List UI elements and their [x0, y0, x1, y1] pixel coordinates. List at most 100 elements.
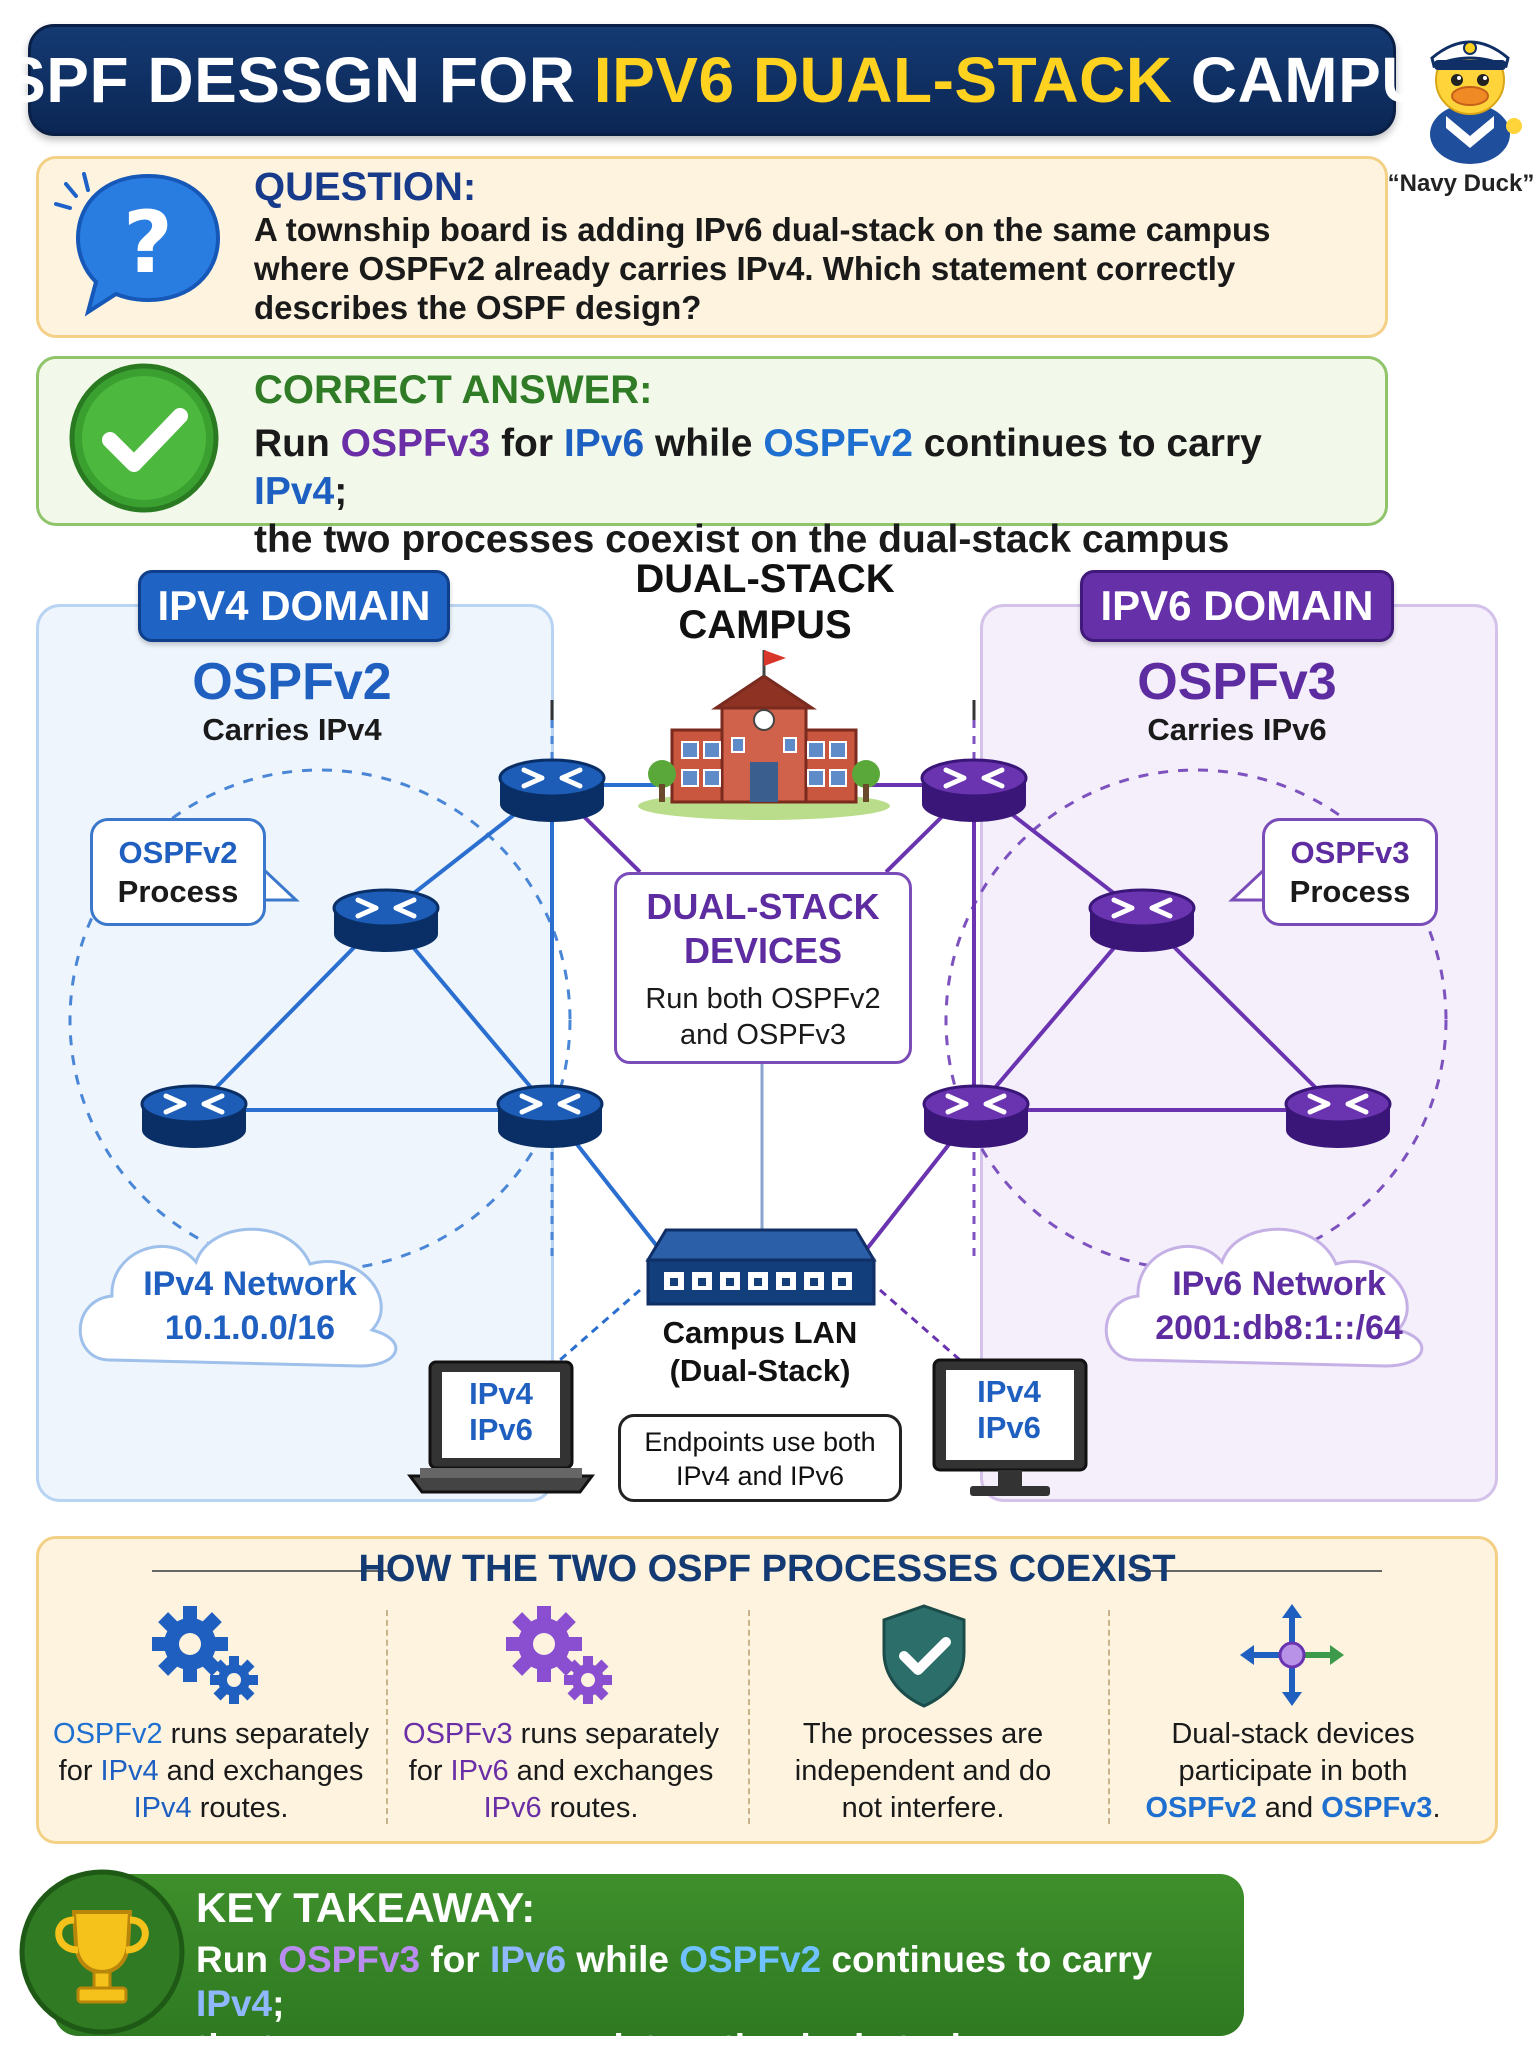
takeaway-for: for [420, 1939, 490, 1980]
endpoints-line-1: Endpoints use both [644, 1427, 876, 1457]
monitor-screen-label: IPv4 IPv6 [940, 1374, 1078, 1446]
devices-body: Run both OSPFv2 and OSPFv3 [617, 981, 909, 1053]
answer-text: Run OSPFv3 for IPv6 while OSPFv2 continu… [254, 420, 1364, 564]
ipv4-domain-tab: IPV4 DOMAIN [138, 570, 450, 642]
feature-independent: The processes are independent and do not… [758, 1716, 1088, 1827]
question-bubble-icon: ? [54, 172, 221, 317]
ipv4-network-name: IPv4 Network [143, 1265, 357, 1303]
ospfv2-process-line-2: Process [117, 874, 239, 909]
feature-1-text-2b: and exchanges [158, 1755, 364, 1787]
takeaway-continues: continues to carry [821, 1939, 1153, 1980]
feature-1-text-1: runs separately [162, 1718, 369, 1750]
laptop-ipv6: IPv6 [469, 1412, 533, 1447]
question-line-1: A township board is adding IPv6 dual-sta… [254, 211, 1271, 248]
key-takeaway-card [54, 1874, 1244, 2036]
feature-ospfv3-separate: OSPFv3 runs separately for IPv6 and exch… [396, 1716, 726, 1827]
title-part-3: CAMPUS [1172, 44, 1472, 116]
ospfv3-label: OSPFv3 [1137, 653, 1337, 711]
column-divider [386, 1610, 388, 1824]
ipv6-router-top [922, 760, 1026, 822]
devices-heading-line-1: DUAL-STACK [646, 886, 880, 927]
answer-heading: CORRECT ANSWER: [254, 368, 653, 412]
heading-rule-left [152, 1570, 388, 1572]
trophy-icon [19, 1869, 185, 2035]
page-title: OSPF DESSGN FOR IPV6 DUAL-STACK CAMPUS [0, 43, 1471, 117]
campus-lan-label: Campus LAN (Dual-Stack) [640, 1314, 880, 1390]
answer-ospfv2: OSPFv2 [763, 422, 913, 465]
answer-line-1: Run OSPFv3 for IPv6 while OSPFv2 continu… [254, 420, 1364, 516]
ospfv2-process-boundary [68, 768, 572, 1272]
answer-run: Run [254, 422, 341, 465]
feature-ospfv2-separate: OSPFv2 runs separately for IPv4 and exch… [46, 1716, 376, 1827]
ipv6-network-cloud [1104, 1227, 1424, 1368]
ipv4-network-label: IPv4 Network 10.1.0.0/16 [100, 1262, 400, 1350]
answer-line-2: the two processes coexist on the dual-st… [254, 518, 1230, 561]
feature-1-text-3: routes. [191, 1792, 289, 1824]
ospfv2-label: OSPFv2 [192, 653, 392, 711]
answer-semicolon: ; [334, 470, 348, 513]
takeaway-line-1: Run OSPFv3 for IPv6 while OSPFv2 continu… [196, 1938, 1236, 2026]
duck-sailor-icon [1430, 40, 1522, 164]
endpoints-line-2: IPv4 and IPv6 [675, 1461, 845, 1491]
answer-continues: continues to carry [912, 422, 1262, 465]
title-part-1: OSPF DESSGN FOR [0, 44, 594, 116]
feature-3-line-2: independent and do [794, 1755, 1052, 1787]
feature-2-text-1: runs separately [512, 1718, 719, 1750]
school-building-icon [638, 650, 890, 820]
ipv6-router-left [924, 1086, 1028, 1148]
monitor-ipv4: IPv4 [977, 1374, 1041, 1409]
laptop-screen-label: IPv4 IPv6 [438, 1376, 564, 1448]
monitor-ipv6: IPv6 [977, 1410, 1041, 1445]
ipv4-network-prefix: 10.1.0.0/16 [164, 1309, 336, 1347]
key-takeaway-text: Run OSPFv3 for IPv6 while OSPFv2 continu… [196, 1938, 1236, 2048]
dual-stack-campus-heading: DUAL-STACK CAMPUS [600, 556, 930, 648]
takeaway-ipv6: IPv6 [490, 1939, 567, 1980]
feature-1-line-1: OSPFv2 runs separately [46, 1716, 376, 1753]
mascot-caption: “Navy Duck” [1387, 170, 1535, 197]
title-bar: OSPF DESSGN FOR IPV6 DUAL-STACK CAMPUS [0, 24, 1471, 136]
ipv4-router-mid [334, 890, 438, 952]
answer-card [36, 356, 1388, 526]
takeaway-semicolon: ; [272, 1983, 285, 2024]
feature-1-keyword-3: IPv4 [133, 1792, 192, 1824]
devices-body-line-2: and OSPFv3 [679, 1019, 847, 1051]
campus-lan-line-1: Campus LAN [662, 1315, 858, 1350]
ospfv3-process-boundary [944, 768, 1448, 1272]
devices-body-line-1: Run both OSPFv2 [645, 983, 881, 1015]
feature-4-and: and [1256, 1792, 1322, 1824]
laptop-icon [407, 1360, 595, 1494]
takeaway-ospfv3: OSPFv3 [278, 1939, 421, 1980]
feature-3-line-3: not interfere. [841, 1792, 1005, 1824]
feature-dual-stack-participation: Dual-stack devices participate in both O… [1128, 1716, 1458, 1827]
laptop-ipv4: IPv4 [469, 1376, 533, 1411]
answer-ipv4: IPv4 [254, 470, 335, 513]
feature-2-keyword-2: IPv6 [450, 1755, 509, 1787]
feature-2-line-1: OSPFv3 runs separately [396, 1716, 726, 1753]
takeaway-run: Run [196, 1939, 279, 1980]
monitor-icon [932, 1358, 1088, 1496]
heading-rule-right [1136, 1570, 1382, 1572]
question-line-3: describes the OSPF design? [254, 289, 702, 326]
feature-4-line-3: OSPFv2 and OSPFv3. [1128, 1790, 1458, 1827]
ipv4-router-top [500, 760, 604, 822]
ospfv3-carries-label: Carries IPv6 [1147, 712, 1327, 747]
ospfv2-carries-label: Carries IPv4 [202, 712, 382, 747]
feature-1-line-3: IPv4 routes. [46, 1790, 376, 1827]
feature-2-text-3: routes. [541, 1792, 639, 1824]
ipv6-network-label: IPv6 Network 2001:db8:1::/64 [1124, 1262, 1434, 1350]
svg-text:?: ? [123, 193, 173, 293]
column-divider [748, 1610, 750, 1824]
feature-1-keyword: OSPFv2 [53, 1718, 163, 1750]
takeaway-ipv4: IPv4 [196, 1983, 273, 2024]
answer-for: for [490, 422, 564, 465]
feature-2-line-3: IPv6 routes. [396, 1790, 726, 1827]
feature-4-keyword-1: OSPFv2 [1145, 1792, 1257, 1824]
arrows-cross-icon [1240, 1604, 1344, 1706]
network-diagram [68, 650, 1448, 1496]
takeaway-ospfv2: OSPFv2 [679, 1939, 822, 1980]
feature-2-text-2a: for [408, 1755, 451, 1787]
feature-3-line-1: The processes are [802, 1718, 1044, 1750]
question-text: A township board is adding IPv6 dual-sta… [254, 210, 1364, 327]
ipv6-router-right [1286, 1086, 1390, 1148]
